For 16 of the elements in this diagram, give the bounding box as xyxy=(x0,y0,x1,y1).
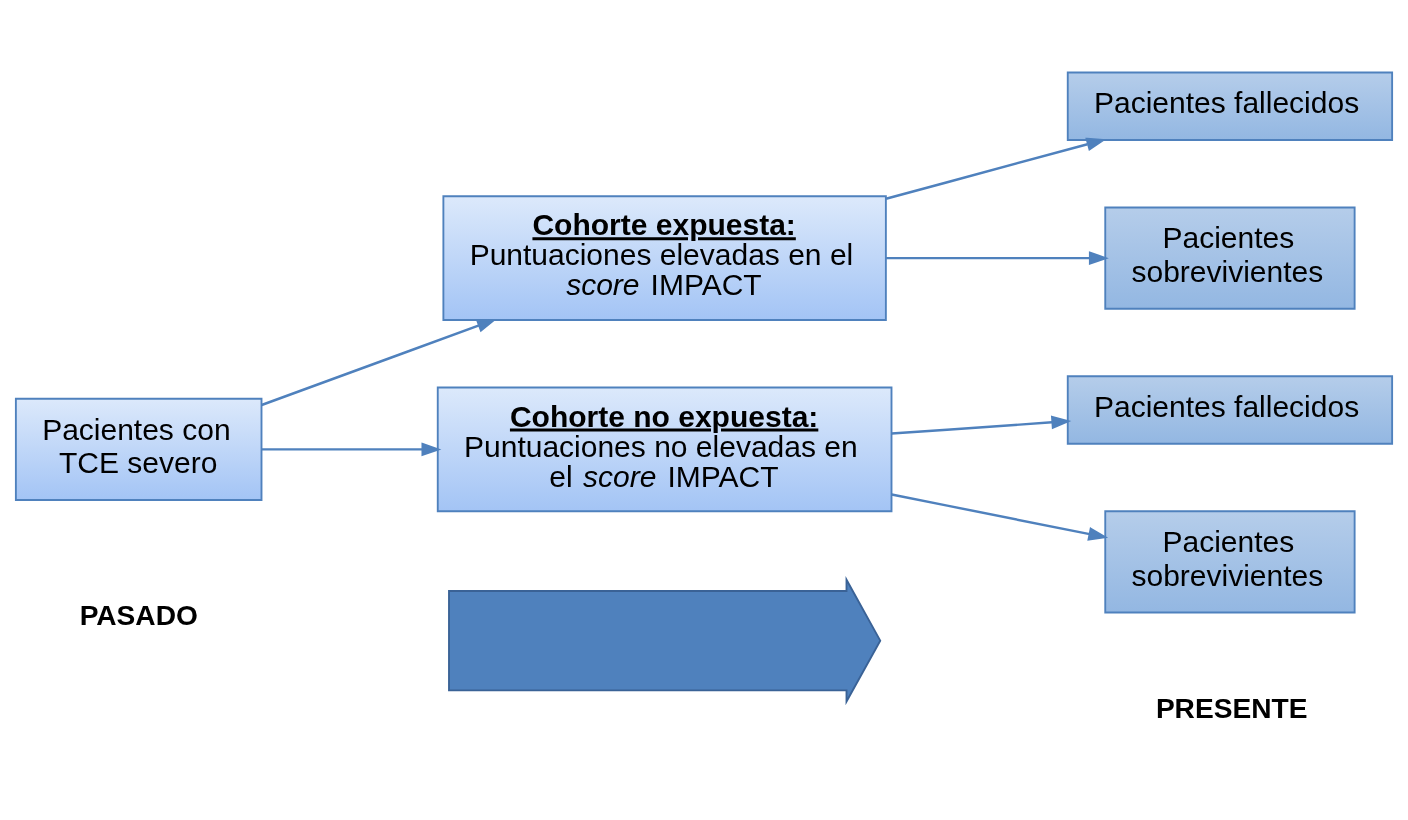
arrow xyxy=(885,137,1107,200)
label: PASADO xyxy=(79,599,198,631)
arrow xyxy=(886,251,1109,266)
arrow xyxy=(261,442,442,457)
node-arrow xyxy=(448,576,882,706)
arrow xyxy=(891,415,1072,435)
node-box: Pacientes fallecidos xyxy=(1066,71,1394,141)
node-box: Pacientes con TCE severo xyxy=(14,397,263,501)
node-box: Pacientes fallecidos xyxy=(1066,375,1394,445)
arrow xyxy=(891,493,1109,541)
node-box: Pacientes sobrevivientes xyxy=(1104,510,1356,614)
arrow xyxy=(261,318,497,407)
node-box: Cohorte expuesta: Puntuaciones elevadas en el score IMPACT xyxy=(442,195,887,321)
label: PRESENTE xyxy=(1155,693,1308,725)
node-box: Cohorte no expuesta: Puntuaciones no elevadas en el score IMPACT xyxy=(436,386,893,513)
node-box: Pacientes sobrevivientes xyxy=(1104,206,1356,310)
